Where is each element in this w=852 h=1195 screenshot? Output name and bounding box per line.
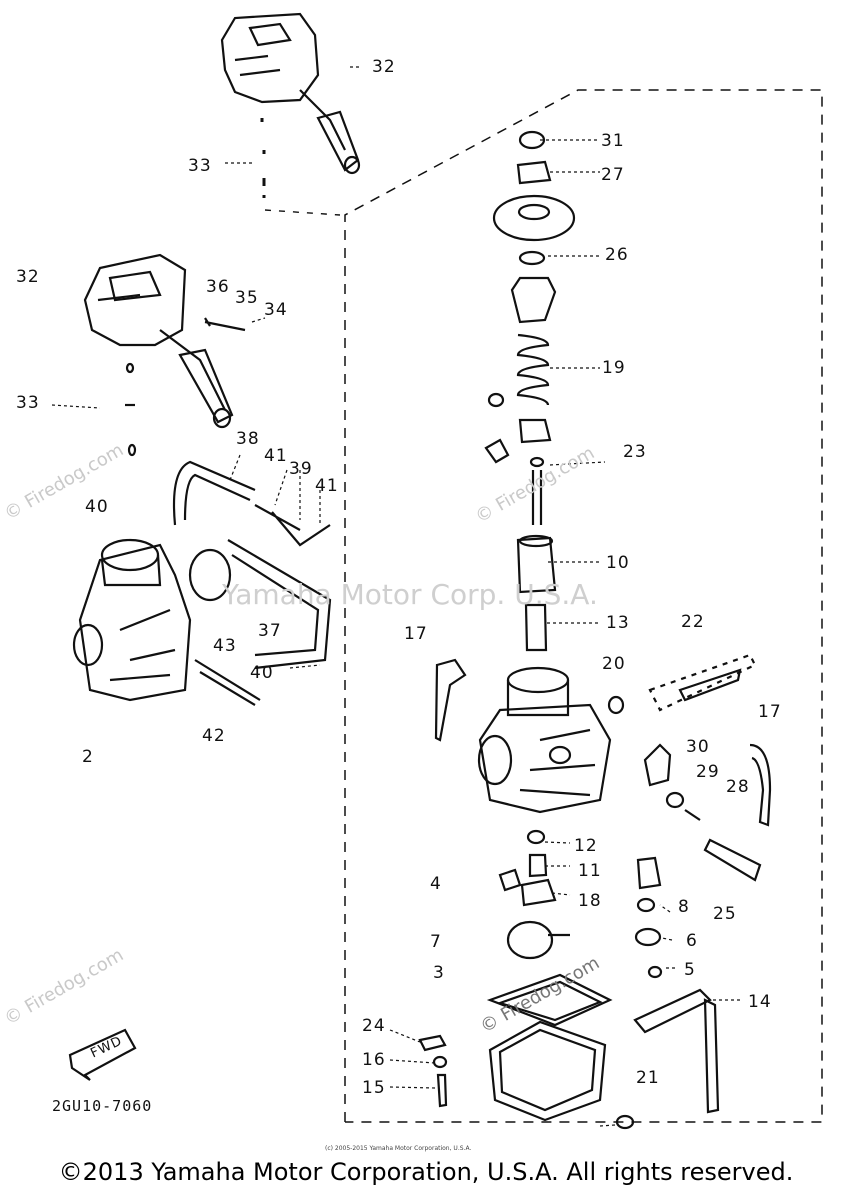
callout-label: 33 <box>188 156 212 176</box>
callout-label: 36 <box>206 277 230 297</box>
spring <box>516 333 550 406</box>
callout-label: 38 <box>236 429 260 449</box>
callout-label: 35 <box>235 288 259 308</box>
callout-label: 3 <box>433 963 445 983</box>
callout-label: 43 <box>213 636 237 656</box>
callout-label: 13 <box>606 613 630 633</box>
callout-label: 20 <box>602 654 626 674</box>
callout-label: 12 <box>574 836 598 856</box>
callout-label: 27 <box>601 165 625 185</box>
callout-label: 39 <box>289 459 313 479</box>
callout-label: 14 <box>748 992 772 1012</box>
callout-label: 6 <box>686 931 698 951</box>
callout-label: 41 <box>315 476 339 496</box>
callout-label: 40 <box>85 497 109 517</box>
callout-label: 37 <box>258 621 282 641</box>
source-note: (c) 2005-2015 Yamaha Motor Corporation, … <box>325 1145 472 1152</box>
carburetor-right <box>477 666 612 814</box>
float-bowl <box>488 1020 635 1130</box>
copyright-footer: ©2013 Yamaha Motor Corporation, U.S.A. A… <box>58 1158 794 1186</box>
callout-label: 40 <box>250 663 274 683</box>
callout-label: 11 <box>578 861 602 881</box>
callout-label: 24 <box>362 1016 386 1036</box>
brand-watermark: Yamaha Motor Corp. U.S.A. <box>222 578 598 611</box>
callout-label: 7 <box>430 932 442 952</box>
carburetor-left <box>72 538 232 702</box>
callout-label: 21 <box>636 1068 660 1088</box>
callout-label: 17 <box>404 624 428 644</box>
callout-label: 25 <box>713 904 737 924</box>
callout-label: 15 <box>362 1078 386 1098</box>
callout-label: 32 <box>16 267 40 287</box>
diagram-code: 2GU10-7060 <box>52 1097 153 1115</box>
callout-label: 22 <box>681 612 705 632</box>
callout-label: 17 <box>758 702 782 722</box>
callout-label: 31 <box>601 131 625 151</box>
throttle-housing-upper <box>220 12 361 175</box>
callout-label: 29 <box>696 762 720 782</box>
throttle-housing-lower <box>83 253 234 429</box>
callout-label: 42 <box>202 726 226 746</box>
callout-label: 16 <box>362 1050 386 1070</box>
callout-label: 19 <box>602 358 626 378</box>
callout-label: 28 <box>726 777 750 797</box>
callout-label: 2 <box>82 747 94 767</box>
callout-label: 8 <box>678 897 690 917</box>
callout-label: 41 <box>264 446 288 466</box>
callout-label: 5 <box>684 960 696 980</box>
callout-label: 30 <box>686 737 710 757</box>
callout-label: 18 <box>578 891 602 911</box>
callout-label: 10 <box>606 553 630 573</box>
callout-label: 34 <box>264 300 288 320</box>
callout-label: 26 <box>605 245 629 265</box>
callout-label: 23 <box>623 442 647 462</box>
callout-label: 4 <box>430 874 442 894</box>
callout-label: 32 <box>372 57 396 77</box>
callout-label: 33 <box>16 393 40 413</box>
